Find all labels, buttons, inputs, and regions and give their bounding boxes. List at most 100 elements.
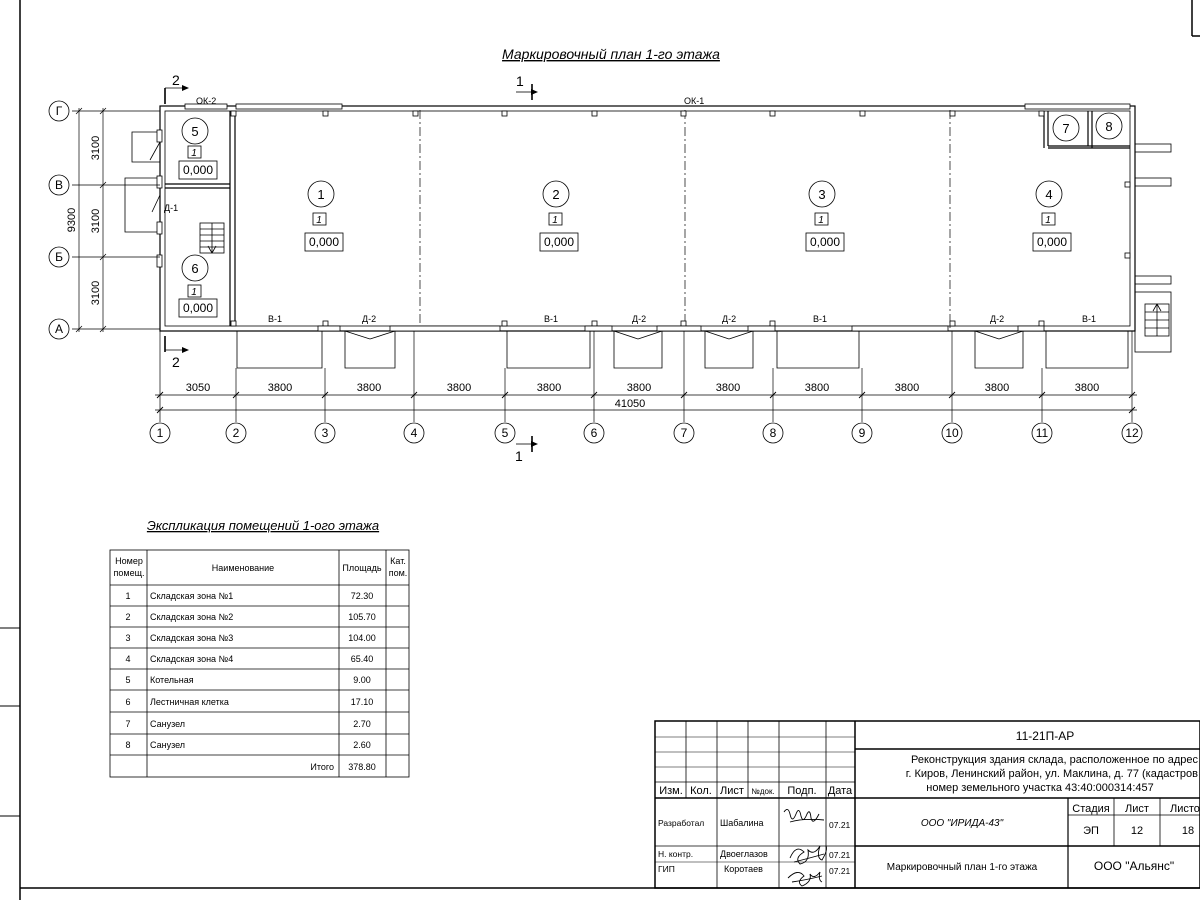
- col-list: Лист: [720, 785, 744, 797]
- bottom-dimensions: 3050 3800 3800 3800 3800 3800 3800 3800 …: [186, 382, 1099, 410]
- signature-nk: [789, 845, 827, 865]
- axis-letter-b: Б: [55, 250, 63, 264]
- name-nk: Двоеглазов: [720, 849, 768, 859]
- room-5-level: 0,000: [183, 163, 213, 177]
- signature-gip: [787, 871, 823, 887]
- axis-number-6: 6: [591, 426, 598, 440]
- axis-number-8: 8: [770, 426, 777, 440]
- room-6-cat: 1: [191, 287, 197, 298]
- room-levels: 0,000 0,000 0,000 0,000 0,000 0,000: [183, 163, 1067, 315]
- right-annexes: [1134, 143, 1172, 353]
- col-podp: Подп.: [787, 785, 816, 797]
- dim-bottom-total: 41050: [615, 398, 646, 410]
- row-7-area: 2.70: [353, 719, 371, 729]
- letter-axis-lines: [72, 107, 160, 333]
- label-ok2: ОК-2: [196, 96, 216, 106]
- opening-labels: ОК-2 ОК-1 Д-1 В-1 Д-2 В-1 Д-2 Д-2 В-1 Д-…: [164, 96, 1096, 324]
- dim-left-2: 3100: [90, 209, 102, 233]
- dim-bottom-7: 3800: [716, 382, 740, 394]
- row-2-area: 105.70: [348, 612, 376, 622]
- org-dev: ООО "ИРИДА-43": [921, 818, 1004, 829]
- org-customer: ООО "Альянс": [1094, 859, 1174, 873]
- axis-letter-g: Г: [56, 104, 63, 118]
- label-v1-c: В-1: [813, 314, 827, 324]
- row-2-name: Складская зона №2: [150, 612, 233, 622]
- dim-left-1: 3100: [90, 136, 102, 160]
- room-5-cat: 1: [191, 148, 197, 159]
- stamp-grid: [654, 720, 1200, 889]
- stair-icon: [199, 222, 225, 254]
- room-categories: 1 1 1 1 1 1: [191, 148, 1051, 298]
- dim-bottom-10: 3800: [985, 382, 1009, 394]
- label-d2-c: Д-2: [722, 314, 736, 324]
- h-stage: Стадия: [1072, 803, 1110, 815]
- room-1-level: 0,000: [309, 235, 339, 249]
- room-2-number: 2: [552, 187, 559, 202]
- row-2-num: 2: [125, 612, 130, 622]
- axis-number-5: 5: [502, 426, 509, 440]
- columns: [230, 110, 1131, 327]
- room-4-level: 0,000: [1037, 235, 1067, 249]
- stamp-object-3: номер земельного участка 43:40:000314:45…: [926, 782, 1154, 794]
- name-dev: Шабалина: [720, 818, 763, 828]
- col-ndok: №док.: [751, 787, 774, 796]
- row-7-name: Санузел: [150, 719, 185, 729]
- name-gip: Коротаев: [724, 864, 763, 874]
- section-marks: [164, 84, 533, 452]
- bottom-windows: [317, 325, 1045, 332]
- header-cat-2: пом.: [389, 568, 408, 578]
- letter-axis-labels: Г В Б А: [55, 104, 63, 336]
- date-dev: 07.21: [829, 820, 851, 830]
- dim-bottom-6: 3800: [627, 382, 651, 394]
- total-label: Итого: [310, 762, 334, 772]
- axis-number-7: 7: [681, 426, 688, 440]
- col-izm: Изм.: [659, 785, 683, 797]
- explication-title: Экспликация помещений 1-ого этажа: [147, 518, 379, 533]
- listov-number: 18: [1182, 825, 1194, 837]
- row-6-num: 6: [125, 697, 130, 707]
- h-listov: Листо: [1170, 803, 1200, 815]
- row-8-num: 8: [125, 740, 130, 750]
- axis-number-11: 11: [1036, 426, 1049, 440]
- row-3-name: Складская зона №3: [150, 633, 233, 643]
- row-5-area: 9.00: [353, 675, 371, 685]
- row-6-area: 17.10: [351, 697, 374, 707]
- row-5-num: 5: [125, 675, 130, 685]
- axis-number-9: 9: [859, 426, 866, 440]
- col-kol: Кол.: [690, 785, 712, 797]
- room-5-number: 5: [191, 124, 198, 139]
- stamp-object-1: Реконструкция здания склада, расположенн…: [911, 754, 1199, 766]
- windows-top: [184, 103, 1131, 110]
- label-v1-b: В-1: [544, 314, 558, 324]
- date-gip: 07.21: [829, 866, 851, 876]
- label-d2-a: Д-2: [362, 314, 376, 324]
- room-2-level: 0,000: [544, 235, 574, 249]
- left-entrances: [124, 129, 163, 268]
- label-d1: Д-1: [164, 203, 178, 213]
- axis-number-4: 4: [411, 426, 418, 440]
- grid-lines: [419, 110, 951, 328]
- room-2-cat: 1: [552, 215, 558, 226]
- row-1-num: 1: [125, 591, 130, 601]
- label-v1-a: В-1: [268, 314, 282, 324]
- explication-table-grid: [109, 549, 410, 778]
- room-1-number: 1: [317, 187, 324, 202]
- dim-bottom-11: 3800: [1075, 382, 1099, 394]
- row-3-num: 3: [125, 633, 130, 643]
- axis-number-3: 3: [322, 426, 329, 440]
- dim-bottom-5: 3800: [537, 382, 561, 394]
- room-4-cat: 1: [1045, 215, 1051, 226]
- dim-bottom-3: 3800: [357, 382, 381, 394]
- header-area: Площадь: [342, 563, 381, 573]
- room-6-number: 6: [191, 261, 198, 276]
- row-1-area: 72.30: [351, 591, 374, 601]
- dimension-ticks: [156, 391, 1136, 414]
- section-arrows: [182, 85, 538, 447]
- date-nk: 07.21: [829, 850, 851, 860]
- section-1-top: 1: [516, 73, 524, 89]
- plan-title: Маркировочный план 1-го этажа: [502, 46, 720, 62]
- header-num-1: Номер: [115, 556, 143, 566]
- stamp-text: 11-21П-АР Реконструкция здания склада, р…: [658, 729, 1200, 876]
- dim-bottom-8: 3800: [805, 382, 829, 394]
- explication-rows: 1 Складская зона №1 72.30 2 Складская зо…: [125, 591, 375, 772]
